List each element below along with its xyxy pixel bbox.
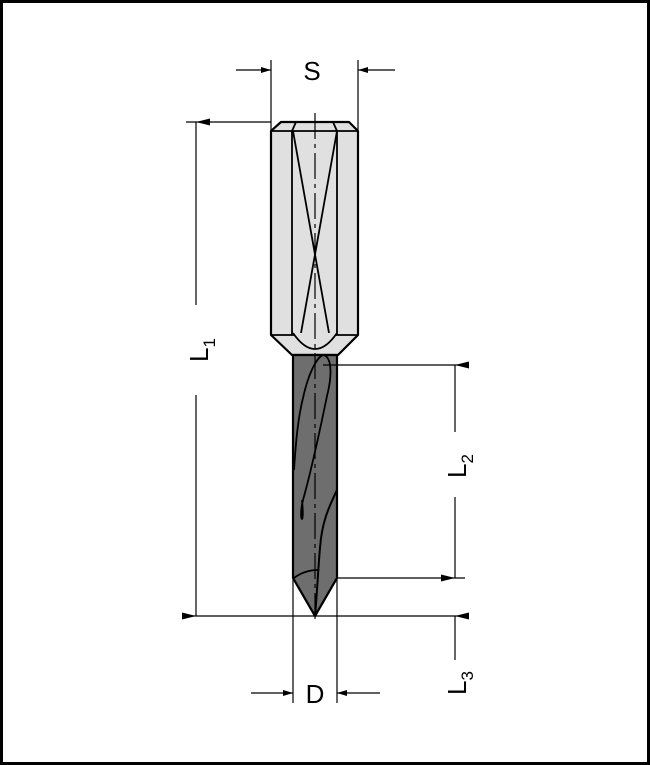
label-l1: L1 xyxy=(184,338,219,362)
label-l3: L3 xyxy=(442,671,477,695)
dimension-s: S xyxy=(236,56,395,131)
dimension-l2: L2 xyxy=(323,361,477,582)
label-l2: L2 xyxy=(442,454,477,478)
label-s: S xyxy=(303,56,320,86)
dimension-d: D xyxy=(251,578,380,709)
dimension-l3: L3 xyxy=(315,612,477,695)
label-d: D xyxy=(306,679,325,709)
